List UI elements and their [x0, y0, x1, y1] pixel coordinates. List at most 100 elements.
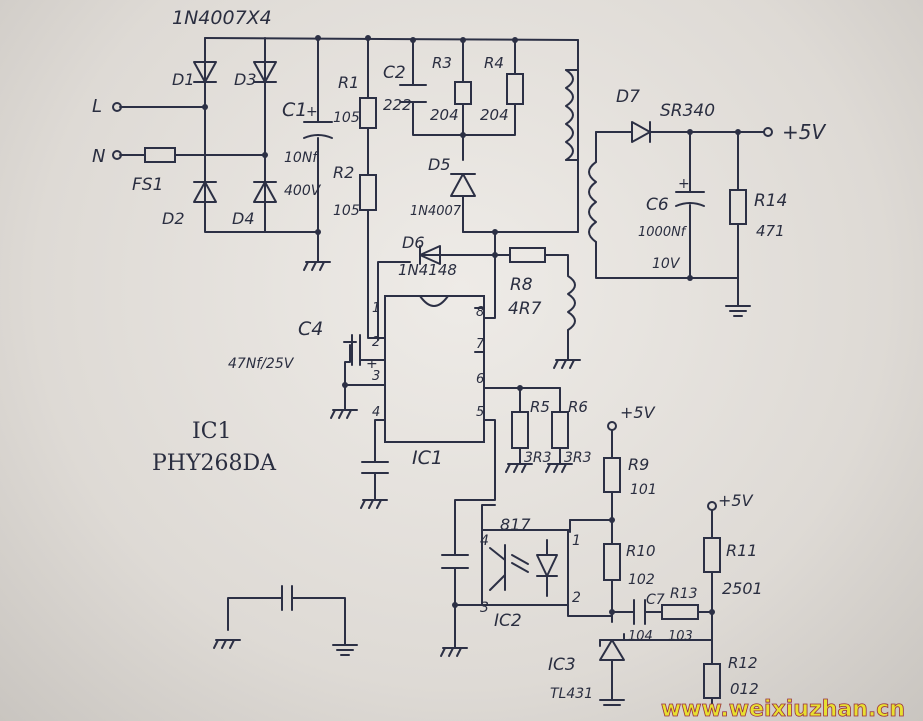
label-c2: C2 [383, 63, 406, 83]
label-r6-val: 3R3 [564, 450, 592, 466]
label-c4-val: 47Nf/25V [228, 356, 295, 372]
label-r3: R3 [432, 54, 452, 72]
label-pin5: 5 [476, 405, 484, 420]
resistor-r13 [661, 604, 699, 620]
label-ic1-title: IC1 [192, 419, 232, 444]
label-r13-val: 103 [668, 629, 693, 644]
resistor-r10 [603, 543, 621, 581]
label-pin6: 6 [476, 372, 484, 387]
diode-d3 [253, 61, 277, 83]
label-c7-val: 104 [628, 629, 653, 644]
label-ic1-part: PHY268DA [152, 451, 277, 476]
label-ic3-val: TL431 [550, 686, 593, 702]
label-pin3: 3 [372, 369, 380, 384]
label-opto-pin1: 1 [572, 533, 581, 549]
label-r9-val: 101 [630, 482, 657, 498]
label-r1: R1 [338, 73, 359, 92]
capacitor-pin4 [361, 461, 389, 474]
label-r3-val: 204 [430, 106, 459, 124]
label-d1: D1 [172, 70, 195, 89]
label-ic3: IC3 [548, 655, 576, 675]
diode-d7 [631, 121, 651, 143]
resistor-r11 [703, 537, 721, 573]
junction-dots [202, 35, 741, 615]
label-pin7: 7 [476, 337, 485, 352]
label-opto: 817 [500, 515, 531, 534]
label-r9: R9 [628, 455, 649, 474]
label-r1-val: 105 [333, 110, 360, 126]
resistor-r12 [703, 663, 721, 699]
capacitor-c7 [633, 599, 646, 625]
label-r10: R10 [626, 542, 656, 560]
label-c4-plus: + [366, 356, 378, 372]
label-r5: R5 [530, 398, 550, 416]
ic1-chip [384, 295, 485, 443]
label-r6: R6 [568, 398, 588, 416]
label-r12: R12 [728, 654, 758, 672]
label-plus5v-b: +5V [718, 491, 754, 510]
label-bridge: 1N4007X4 [172, 7, 272, 29]
label-d7: D7 [616, 87, 640, 107]
label-opto-pin3: 3 [480, 600, 489, 616]
transformer-aux [567, 275, 576, 331]
label-r8-val: 4R7 [508, 299, 542, 319]
capacitor-sketch [281, 585, 293, 611]
resistor-r6 [551, 411, 569, 449]
label-d6-val: 1N4148 [398, 261, 457, 279]
label-r13: R13 [670, 586, 698, 602]
label-c6-val2: 10V [652, 256, 681, 272]
label-r11: R11 [726, 541, 757, 560]
resistor-r3 [454, 81, 472, 105]
diode-d1 [193, 61, 217, 83]
diode-d4 [253, 181, 277, 203]
label-pin1: 1 [372, 301, 380, 316]
optocoupler-ic2 [481, 529, 569, 606]
terminals [112, 102, 773, 511]
transformer-primary [565, 69, 579, 161]
label-fs1: FS1 [132, 175, 163, 195]
label-opto-pin2: 2 [572, 590, 581, 606]
label-c2-val: 222 [383, 96, 412, 114]
capacitor-c2 [399, 84, 427, 103]
label-c6: C6 [646, 195, 669, 215]
label-d7-val: SR340 [660, 101, 715, 121]
label-c1-val1: 10Nf [284, 150, 319, 166]
label-out-5v: +5V [782, 120, 826, 144]
resistor-r5 [511, 411, 529, 449]
fuse-fs1 [144, 147, 176, 163]
label-r4-val: 204 [480, 106, 509, 124]
label-r11-val: 2501 [722, 579, 763, 598]
capacitor-c4 [343, 334, 361, 366]
label-opto-pin4: 4 [480, 533, 489, 549]
label-pin2: 2 [372, 335, 380, 350]
label-r2: R2 [333, 163, 354, 182]
transformer-secondary [588, 161, 597, 243]
label-d5-val: 1N4007 [410, 204, 462, 219]
label-c6-val1: 1000Nf [638, 225, 688, 240]
label-l: L [92, 96, 102, 117]
label-c6-plus: + [678, 176, 690, 192]
component-labels: 1N4007X4 D1 D3 D2 D4 L N FS1 C1 + 10Nf 4… [92, 7, 826, 702]
label-ic2: IC2 [494, 611, 522, 631]
label-plus5v-a: +5V [620, 403, 656, 422]
label-d5: D5 [428, 155, 451, 174]
resistor-r4 [506, 73, 524, 105]
diode-d6 [419, 245, 496, 265]
label-c1-val2: 400V [284, 183, 322, 199]
label-c1-plus: + [306, 104, 318, 120]
capacitor-c1 [303, 121, 333, 139]
label-n: N [92, 146, 105, 167]
label-r5-val: 3R3 [524, 450, 552, 466]
label-d6: D6 [402, 233, 425, 252]
label-d2: D2 [162, 209, 185, 228]
resistor-r9 [603, 457, 621, 493]
label-d3: D3 [234, 70, 257, 89]
resistor-r2 [359, 174, 377, 211]
ground-symbols [213, 261, 751, 706]
label-c4: C4 [298, 318, 323, 340]
label-r2-val: 105 [333, 203, 360, 219]
diode-d5 [450, 173, 476, 197]
label-pin4: 4 [372, 405, 380, 420]
